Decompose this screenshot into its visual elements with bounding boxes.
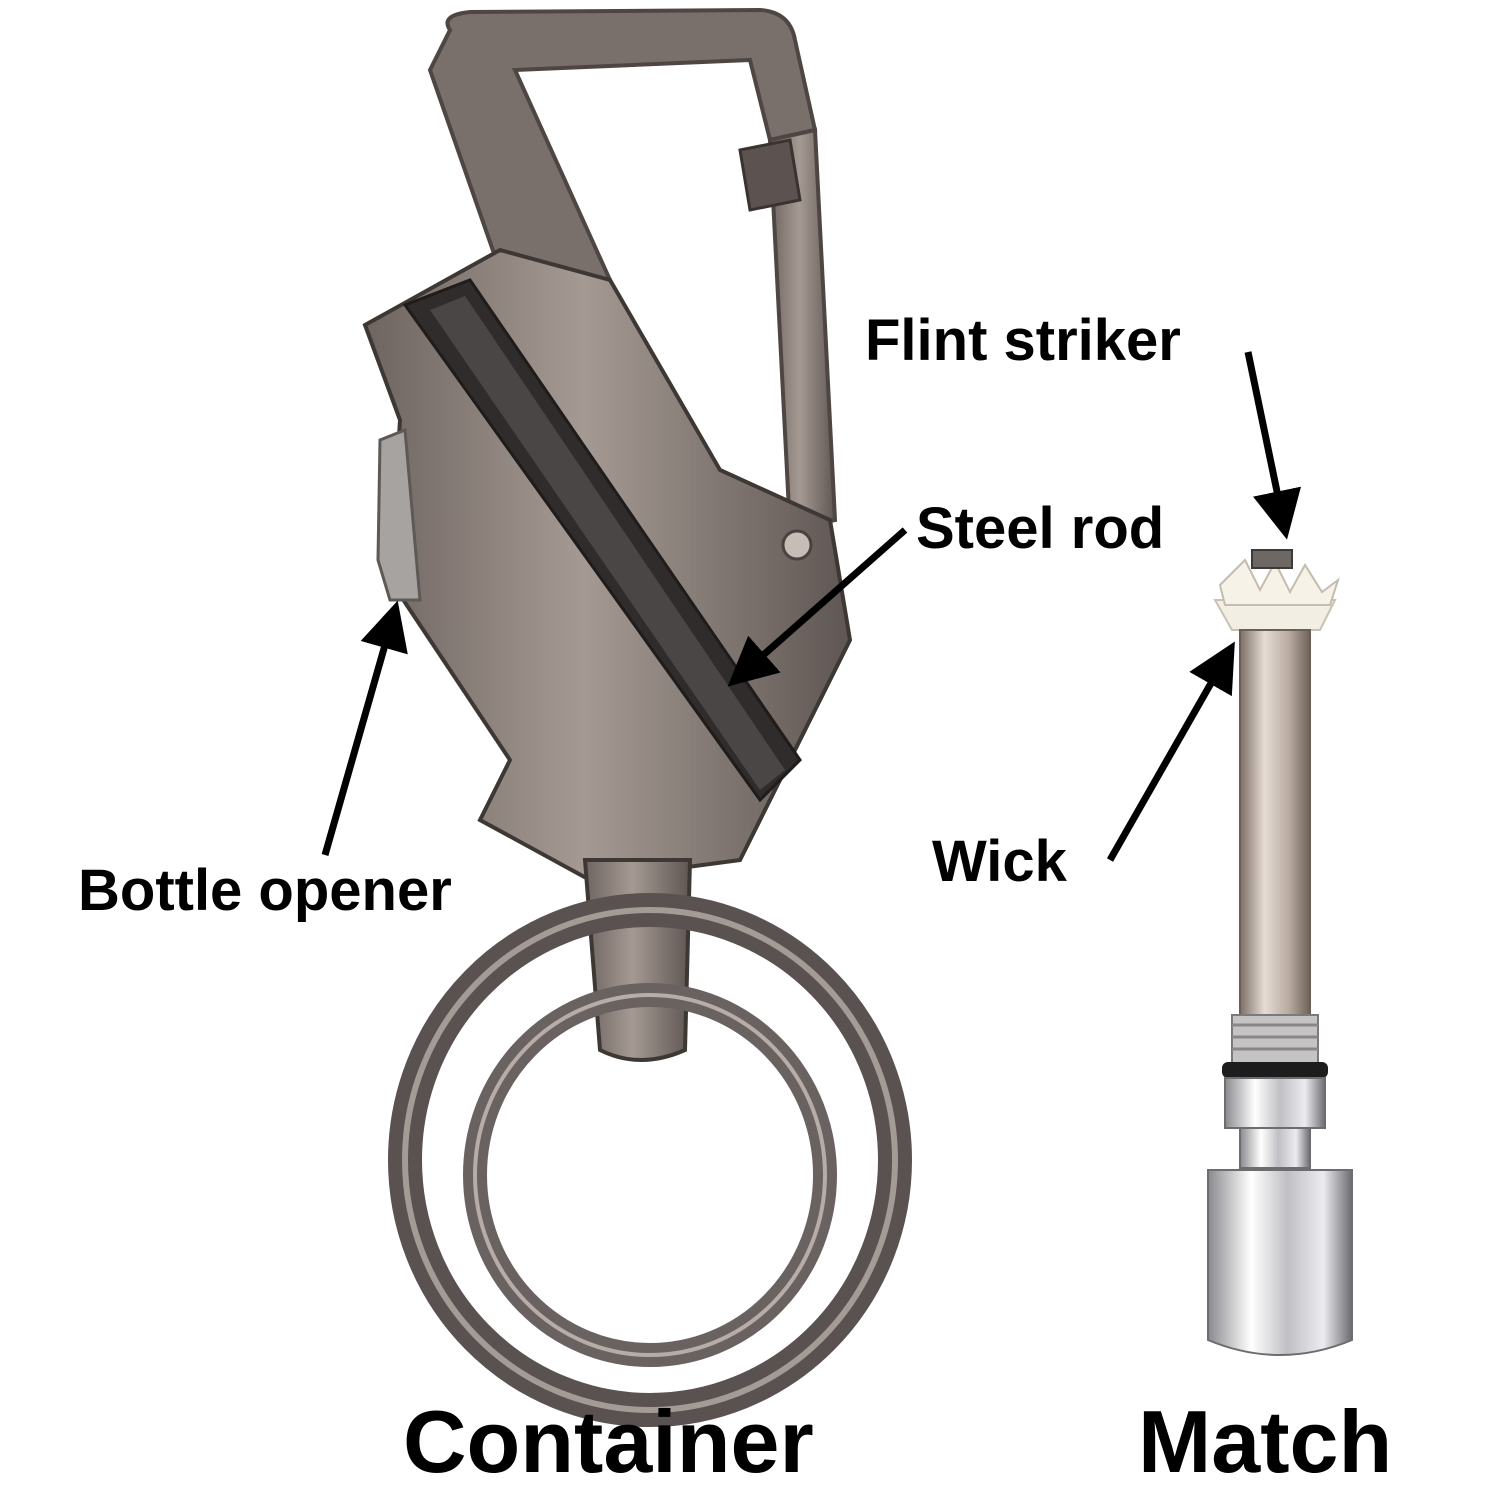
carabiner-hook <box>427 7 838 533</box>
wick-label: Wick <box>932 829 1067 894</box>
flint-striker-label: Flint striker <box>865 308 1181 373</box>
match-tube <box>1239 629 1311 1021</box>
match-cap <box>1207 1169 1353 1356</box>
steel-rod-label: Steel rod <box>916 496 1165 561</box>
container-caption: Container <box>403 1392 814 1491</box>
wick-arrow <box>1106 641 1235 862</box>
container-body <box>362 247 853 883</box>
match-thread <box>1222 1014 1328 1078</box>
key-link <box>582 858 693 1062</box>
flint-striker-arrow <box>1244 351 1302 540</box>
bottle-opener-arrow <box>321 600 408 856</box>
match-insert <box>1207 549 1353 1356</box>
annotation-arrows <box>321 351 1302 862</box>
key-rings <box>388 893 912 1427</box>
match-caption: Match <box>1138 1392 1393 1491</box>
wick-fibers <box>1213 549 1340 631</box>
bottle-opener-label: Bottle opener <box>78 858 452 923</box>
steel-rod-arrow <box>727 527 908 687</box>
